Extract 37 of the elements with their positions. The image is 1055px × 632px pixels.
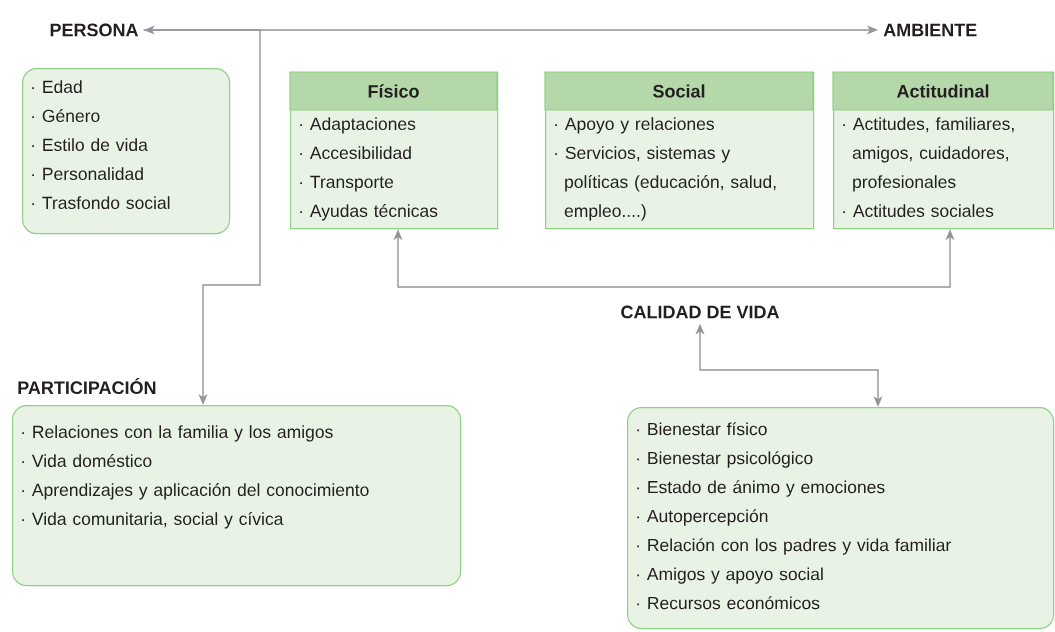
bullet-item: · Bienestar psicológico	[637, 451, 813, 468]
bullet-item: · Servicios, sistemas y políticas (educación, salud, empleo....)	[555, 146, 776, 221]
bullet-item: · Actitudes, familiares, amigos, cuidadores, profesionales	[843, 117, 1014, 192]
heading-label: AMBIENTE	[883, 23, 977, 37]
bullet-item: · Edad	[32, 80, 82, 94]
bullet-item: · Vida doméstico	[22, 454, 152, 468]
bullet-item: · Estilo de vida	[32, 138, 148, 152]
heading-label: PERSONA	[50, 23, 139, 37]
bullet-item: · Transporte	[300, 175, 394, 192]
box-heading: Social	[653, 84, 705, 98]
bullet-item: · Relaciones con la familia y los amigos	[22, 425, 333, 442]
bullet-item: · Relación con los padres y vida familiar	[637, 538, 951, 555]
bullet-item: · Bienestar físico	[637, 422, 767, 436]
bullet-item: · Amigos y apoyo social	[637, 567, 823, 584]
bullet-item: · Aprendizajes y aplicación del conocimiento	[22, 483, 369, 500]
bullet-item: · Trasfondo social	[32, 196, 170, 210]
bullet-item: · Autopercepción	[637, 509, 768, 526]
bullet-item: · Personalidad	[32, 167, 143, 181]
item-box	[289, 71, 499, 230]
item-box	[627, 407, 1055, 630]
heading-label: CALIDAD DE VIDA	[621, 305, 779, 319]
item-box	[544, 71, 815, 230]
bullet-item: · Estado de ánimo y emociones	[637, 480, 885, 497]
heading-label: PARTICIPACIÓN	[18, 377, 156, 395]
bullet-item: · Recursos económicos	[637, 596, 820, 610]
item-box	[12, 405, 462, 587]
box-heading: Actitudinal	[896, 84, 989, 98]
bullet-item: · Apoyo y relaciones	[555, 117, 714, 134]
box-heading: Físico	[368, 84, 419, 98]
bullet-item: · Adaptaciones	[300, 117, 416, 134]
bullet-item: · Género	[32, 109, 100, 123]
bullet-item: · Actitudes sociales	[843, 204, 994, 218]
bullet-item: · Accesibilidad	[300, 146, 411, 160]
item-box	[832, 71, 1055, 230]
bullet-item: · Vida comunitaria, social y cívica	[22, 512, 284, 529]
bullet-item: · Ayudas técnicas	[300, 204, 438, 221]
item-box	[22, 68, 231, 235]
